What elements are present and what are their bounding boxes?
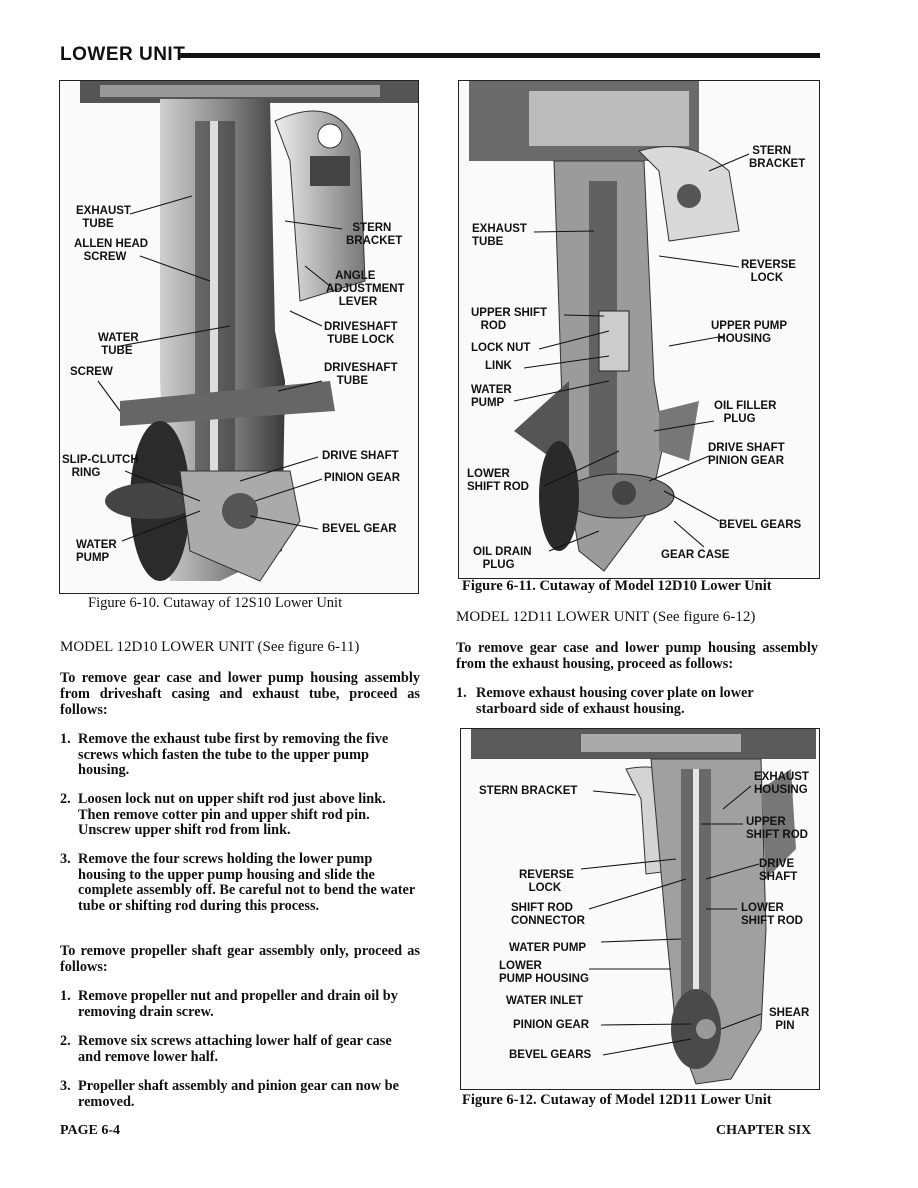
label-slip-clutch-ring: SLIP-CLUTCH RING: [62, 454, 139, 479]
label-lower-shift-rod: LOWER SHIFT ROD: [741, 902, 803, 927]
label-stern-bracket: STERN BRACKET: [749, 145, 806, 170]
label-lower-shift-rod: LOWER SHIFT ROD: [467, 468, 529, 493]
label-screw: SCREW: [70, 366, 113, 378]
figure-6-11-caption: Figure 6-11. Cutaway of Model 12D10 Lowe…: [462, 578, 772, 594]
label-stern-bracket: STERN BRACKET: [346, 222, 403, 247]
label-driveshaft-tube: DRIVESHAFT TUBE: [324, 362, 398, 387]
step-number: 1.: [60, 731, 71, 747]
label-link: LINK: [485, 360, 512, 372]
step-number: 2.: [60, 791, 71, 807]
chapter-label: CHAPTER SIX: [716, 1123, 812, 1138]
label-upper-shift-rod: UPPER SHIFT ROD: [471, 307, 548, 332]
step-number: 1.: [456, 685, 467, 701]
step-text: Remove six screws attaching lower half o…: [78, 1033, 392, 1065]
step-number: 3.: [60, 851, 71, 867]
label-pinion-gear: PINION GEAR: [324, 472, 401, 484]
label-drive-shaft: DRIVE SHAFT: [322, 450, 399, 462]
label-reverse-lock: REVERSE LOCK: [741, 259, 796, 284]
section-heading-12d10: MODEL 12D10 LOWER UNIT (See figure 6-11): [60, 639, 360, 655]
figure-6-11: STERN BRACKET EXHAUST TUBE REVERSE LOCK …: [458, 80, 820, 579]
figure-6-12: EXHAUST HOUSING STERN BRACKET UPPER SHIF…: [460, 728, 820, 1090]
step-text: Remove propeller nut and propeller and d…: [78, 988, 398, 1020]
label-stern-bracket: STERN BRACKET: [479, 785, 578, 797]
step-text: Remove the exhaust tube first by removin…: [78, 731, 389, 778]
label-lower-pump-housing: LOWER PUMP HOUSING: [499, 960, 589, 985]
label-oil-filler-plug: OIL FILLER PLUG: [714, 400, 777, 425]
label-shear-pin: SHEAR PIN: [769, 1007, 810, 1032]
label-gear-case: GEAR CASE: [661, 549, 730, 561]
propeller-intro: To remove propeller shaft gear assembly …: [60, 943, 420, 975]
label-drive-shaft-pinion-gear: DRIVE SHAFT PINION GEAR: [708, 442, 785, 467]
step-number: 2.: [60, 1033, 71, 1049]
label-drive-shaft: DRIVE SHAFT: [759, 858, 798, 883]
intro-paragraph-12d10: To remove gear case and lower pump housi…: [60, 670, 420, 718]
step-number: 3.: [60, 1078, 71, 1094]
figure-6-11-illustration: [469, 81, 750, 572]
label-reverse-lock: REVERSE LOCK: [519, 869, 574, 894]
header-rule: [178, 53, 820, 58]
label-bevel-gears: BEVEL GEARS: [509, 1049, 592, 1061]
label-bevel-gear: BEVEL GEAR: [322, 523, 397, 535]
label-water-pump: WATER PUMP: [509, 942, 587, 954]
label-water-tube: WATER TUBE: [98, 332, 139, 357]
step-number: 1.: [60, 988, 71, 1004]
step-text: Remove exhaust housing cover plate on lo…: [476, 685, 754, 717]
label-exhaust-tube: EXHAUST TUBE: [472, 223, 527, 248]
label-upper-shift-rod: UPPER SHIFT ROD: [746, 816, 808, 841]
figure-6-10-illustration: [80, 81, 418, 582]
label-angle-adjustment-lever: ANGLE ADJUSTMENT LEVER: [326, 270, 405, 308]
step-text: Remove the four screws holding the lower…: [78, 851, 415, 914]
label-allen-head-screw: ALLEN HEAD SCREW: [74, 238, 149, 263]
section-title: LOWER UNIT: [60, 44, 186, 65]
label-water-inlet: WATER INLET: [506, 995, 584, 1007]
section-heading-12d11: MODEL 12D11 LOWER UNIT (See figure 6-12): [456, 609, 756, 625]
label-water-pump: WATER PUMP: [471, 384, 512, 409]
figure-6-10-caption: Figure 6-10. Cutaway of 12S10 Lower Unit: [88, 595, 343, 611]
figure-6-10: EXHAUST TUBE ALLEN HEAD SCREW WATER TUBE…: [59, 80, 419, 594]
label-pinion-gear: PINION GEAR: [513, 1019, 590, 1031]
label-bevel-gears: BEVEL GEARS: [719, 519, 802, 531]
label-shift-rod-connector: SHIFT ROD CONNECTOR: [511, 902, 585, 927]
step-text: Loosen lock nut on upper shift rod just …: [78, 791, 386, 838]
label-oil-drain-plug: OIL DRAIN PLUG: [473, 546, 532, 571]
figure-6-12-caption: Figure 6-12. Cutaway of Model 12D11 Lowe…: [462, 1092, 772, 1108]
page-number: PAGE 6-4: [60, 1123, 121, 1138]
figure-6-12-illustration: [471, 729, 816, 1085]
intro-paragraph-12d11: To remove gear case and lower pump housi…: [456, 640, 818, 672]
label-water-pump: WATER PUMP: [76, 539, 117, 564]
label-exhaust-housing: EXHAUST HOUSING: [754, 771, 809, 796]
label-driveshaft-tube-lock: DRIVESHAFT TUBE LOCK: [324, 321, 398, 346]
label-exhaust-tube: EXHAUST TUBE: [76, 205, 131, 230]
label-upper-pump-housing: UPPER PUMP HOUSING: [711, 320, 788, 345]
label-lock-nut: LOCK NUT: [471, 342, 531, 354]
step-text: Propeller shaft assembly and pinion gear…: [78, 1078, 399, 1110]
